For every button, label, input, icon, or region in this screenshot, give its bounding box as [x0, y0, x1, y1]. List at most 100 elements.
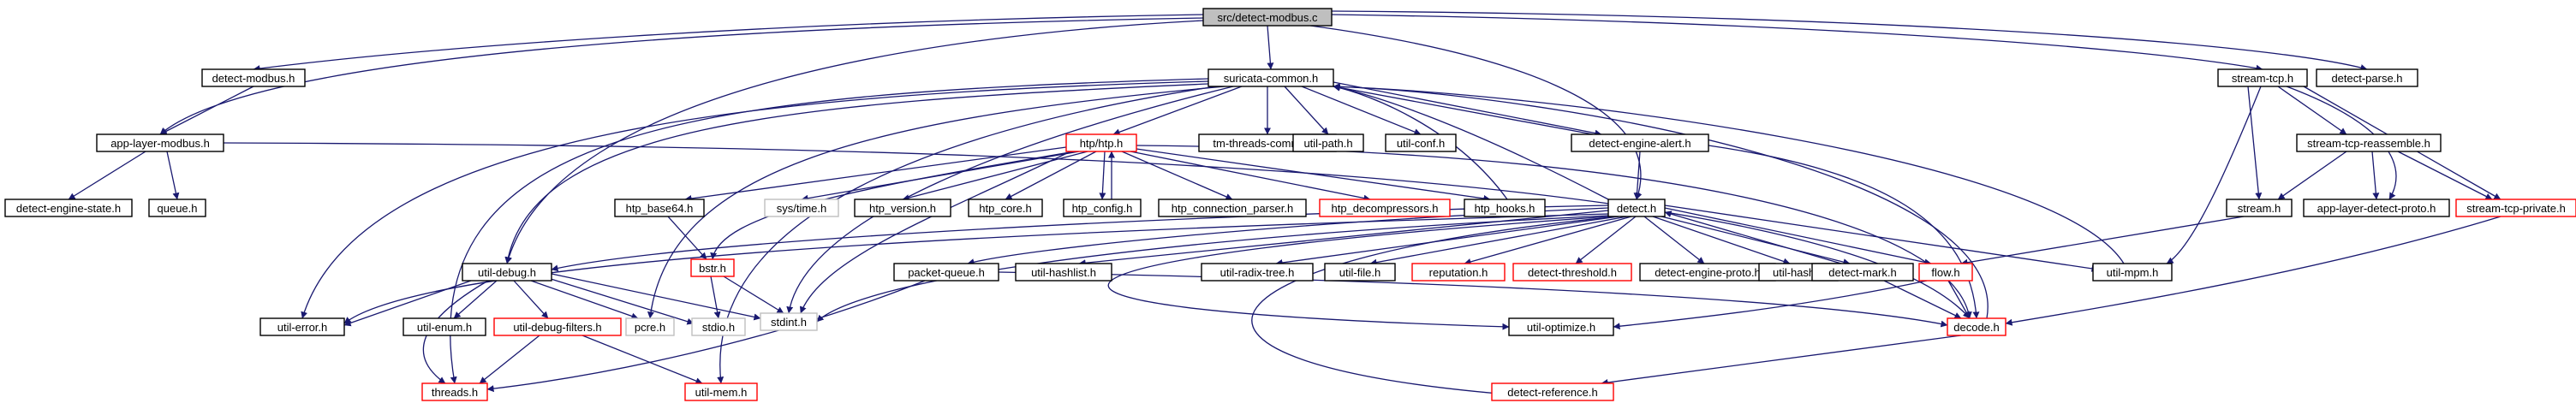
graph-node-util-mem[interactable]: util-mem.h	[684, 382, 758, 401]
graph-node-util-radix-tree-label: util-radix-tree.h	[1220, 266, 1295, 279]
graph-node-detect-reference[interactable]: detect-reference.h	[1491, 382, 1614, 401]
graph-node-decode-label: decode.h	[1953, 321, 2000, 334]
graph-node-detect-engine-alert-label: detect-engine-alert.h	[1589, 137, 1690, 150]
graph-node-htp-config[interactable]: htp_config.h	[1063, 199, 1142, 217]
edge-suricata-common-stdint	[786, 86, 1234, 314]
edge-util-debug-stdio	[547, 277, 695, 325]
edge-suricata-common-htp	[1112, 86, 1243, 136]
graph-node-detect-parse[interactable]: detect-parse.h	[2316, 68, 2418, 87]
graph-node-util-hashlist[interactable]: util-hashlist.h	[1015, 263, 1112, 282]
graph-node-htp-core-label: htp_core.h	[979, 202, 1031, 215]
edge-util-debug-util-debug-filters	[513, 280, 549, 319]
graph-node-htp-config-label: htp_config.h	[1072, 202, 1133, 215]
graph-node-app-layer-detect-proto[interactable]: app-layer-detect-proto.h	[2303, 199, 2450, 217]
graph-node-util-mpm[interactable]: util-mpm.h	[2092, 263, 2173, 282]
graph-node-detect-engine-proto-label: detect-engine-proto.h	[1655, 266, 1761, 279]
graph-node-util-debug-filters[interactable]: util-debug-filters.h	[493, 317, 622, 336]
dependency-nodes: src/detect-modbus.c detect-modbus.h suri…	[4, 8, 2576, 401]
dependency-edges	[68, 10, 2501, 397]
graph-node-detect-mark-label: detect-mark.h	[1828, 266, 1896, 279]
graph-node-bstr[interactable]: bstr.h	[690, 258, 735, 277]
graph-node-htp[interactable]: htp/htp.h	[1065, 133, 1137, 152]
graph-node-htp-version[interactable]: htp_version.h	[854, 199, 951, 217]
graph-node-util-debug-filters-label: util-debug-filters.h	[513, 321, 601, 334]
edge-stream-tcp-private-decode	[2005, 216, 2501, 326]
edge-detect-h-util-hash	[1652, 216, 1791, 265]
graph-node-root-label: src/detect-modbus.c	[1217, 11, 1318, 24]
graph-node-stream-tcp-reassemble[interactable]: stream-tcp-reassemble.h	[2296, 133, 2442, 152]
graph-node-detect-engine-state[interactable]: detect-engine-state.h	[4, 199, 133, 217]
graph-node-util-conf[interactable]: util-conf.h	[1385, 133, 1457, 152]
edge-root-detect-parse	[1331, 10, 2368, 71]
graph-node-util-mem-label: util-mem.h	[695, 386, 748, 399]
edge-suricata-common-util-mem	[717, 86, 1217, 384]
graph-node-stream-tcp-private-label: stream-tcp-private.h	[2466, 202, 2566, 215]
graph-node-detect-h[interactable]: detect.h	[1607, 199, 1666, 217]
graph-node-packet-queue-label: packet-queue.h	[908, 266, 985, 279]
edge-detect-modbus-app-layer-modbus	[159, 86, 254, 135]
graph-node-detect-modbus-h[interactable]: detect-modbus.h	[201, 68, 306, 87]
edge-packet-queue-threads	[486, 280, 926, 393]
graph-node-stdio-label: stdio.h	[702, 321, 735, 334]
edge-app-layer-modbus-decode	[223, 142, 1971, 319]
graph-node-util-error[interactable]: util-error.h	[259, 317, 345, 336]
edge-root-stream-tcp	[1331, 14, 2263, 72]
graph-node-htp-connection-parser[interactable]: htp_connection_parser.h	[1158, 199, 1307, 217]
graph-node-util-enum[interactable]: util-enum.h	[402, 317, 486, 336]
graph-node-suricata-common[interactable]: suricata-common.h	[1208, 68, 1334, 87]
graph-node-detect-threshold[interactable]: detect-threshold.h	[1512, 263, 1632, 282]
graph-node-detect-h-label: detect.h	[1617, 202, 1656, 215]
graph-node-sys-time[interactable]: sys/time.h	[764, 199, 839, 217]
edge-htp-htp-base64	[684, 146, 1067, 202]
edge-root-app-layer-modbus	[159, 17, 1204, 135]
graph-node-util-debug[interactable]: util-debug.h	[462, 263, 552, 282]
edge-util-debug-util-enum	[453, 280, 498, 319]
edge-htp-htp-core	[1005, 151, 1097, 200]
graph-node-decode[interactable]: decode.h	[1947, 317, 2007, 336]
graph-node-detect-engine-proto[interactable]: detect-engine-proto.h	[1639, 263, 1776, 282]
graph-node-stream-tcp-private[interactable]: stream-tcp-private.h	[2455, 199, 2576, 217]
graph-node-htp-hooks[interactable]: htp_hooks.h	[1464, 199, 1546, 217]
graph-node-reputation[interactable]: reputation.h	[1411, 263, 1506, 282]
edge-suricata-common-threads	[450, 78, 1209, 384]
graph-node-htp-version-label: htp_version.h	[869, 202, 936, 215]
graph-node-util-file[interactable]: util-file.h	[1324, 263, 1396, 282]
graph-node-detect-engine-alert[interactable]: detect-engine-alert.h	[1571, 133, 1709, 152]
edge-root-suricata-common	[1267, 25, 1274, 70]
edge-stream-tcp-util-mpm	[2166, 86, 2262, 264]
graph-node-htp-base64[interactable]: htp_base64.h	[614, 199, 705, 217]
edge-suricata-common-detect-engine-alert	[1333, 81, 1602, 137]
graph-node-detect-mark[interactable]: detect-mark.h	[1811, 263, 1914, 282]
graph-node-stream-h-label: stream.h	[2238, 202, 2281, 215]
graph-node-suricata-common-label: suricata-common.h	[1224, 72, 1319, 85]
graph-node-packet-queue[interactable]: packet-queue.h	[893, 263, 999, 282]
edge-detect-mark-decode	[1883, 280, 1962, 319]
edge-detect-h-reputation	[1464, 216, 1632, 265]
graph-node-stream-tcp[interactable]: stream-tcp.h	[2217, 68, 2308, 87]
graph-node-flow[interactable]: flow.h	[1918, 263, 1973, 282]
edge-root-detect-modbus	[253, 14, 1204, 73]
edge-util-mpm-suricata-common	[1333, 83, 2125, 264]
graph-node-pcre[interactable]: pcre.h	[625, 317, 675, 336]
edge-htp-htp-decompressors	[1130, 151, 1371, 202]
graph-node-htp-core[interactable]: htp_core.h	[968, 199, 1043, 217]
graph-node-htp-base64-label: htp_base64.h	[626, 202, 694, 215]
graph-node-threads-label: threads.h	[432, 386, 478, 399]
edge-suricata-common-util-error	[301, 80, 1209, 319]
graph-node-stdio[interactable]: stdio.h	[691, 317, 746, 336]
graph-node-util-path[interactable]: util-path.h	[1292, 133, 1364, 152]
edge-util-debug-filters-util-mem	[581, 335, 703, 384]
graph-node-stream-tcp-label: stream-tcp.h	[2232, 72, 2293, 85]
graph-node-root[interactable]: src/detect-modbus.c	[1202, 8, 1333, 27]
graph-node-queue[interactable]: queue.h	[148, 199, 206, 217]
graph-node-htp-decompressors[interactable]: htp_decompressors.h	[1319, 199, 1451, 217]
graph-node-util-radix-tree[interactable]: util-radix-tree.h	[1201, 263, 1314, 282]
graph-node-threads[interactable]: threads.h	[421, 382, 488, 401]
graph-node-stdint[interactable]: stdint.h	[760, 312, 818, 331]
graph-node-util-optimize[interactable]: util-optimize.h	[1508, 317, 1614, 336]
edge-htp-htp-config	[1099, 151, 1106, 200]
edge-detect-h-detect-reference	[1251, 216, 1619, 397]
graph-node-detect-modbus-h-label: detect-modbus.h	[212, 72, 295, 85]
graph-node-app-layer-modbus[interactable]: app-layer-modbus.h	[96, 133, 224, 152]
graph-node-stream-h[interactable]: stream.h	[2226, 199, 2293, 217]
